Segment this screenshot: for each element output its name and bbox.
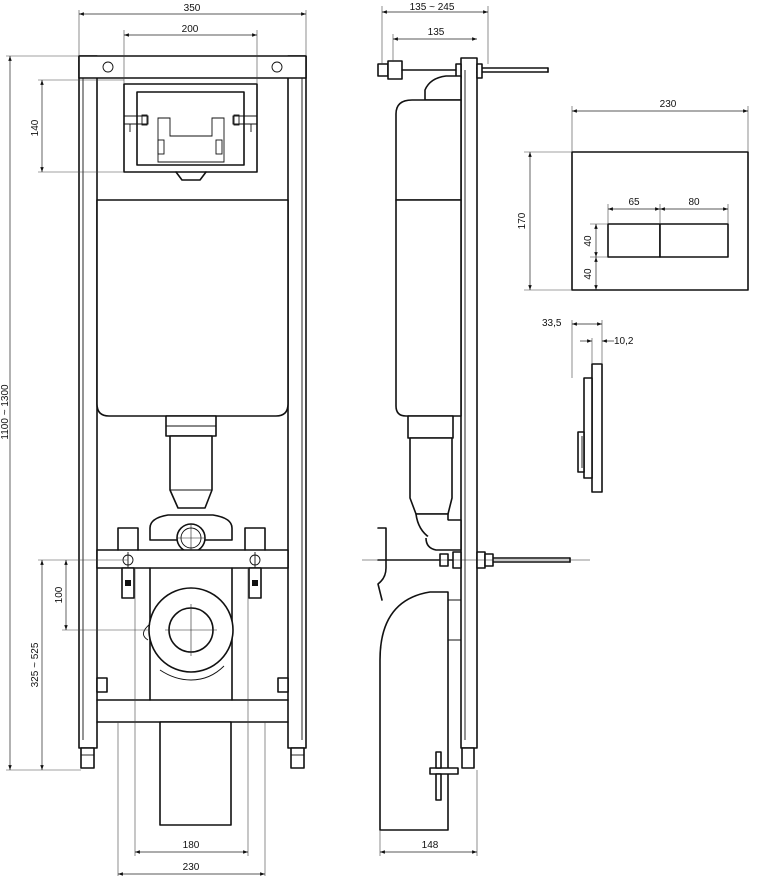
dim-depth-base: 148 <box>422 840 439 851</box>
flush-plate-profile <box>577 363 603 493</box>
dim-plate-height: 170 <box>517 212 528 229</box>
dim-button-right: 80 <box>688 197 700 208</box>
dim-plate-width: 230 <box>660 99 677 110</box>
dim-button-offset: 40 <box>583 268 594 280</box>
dim-width-total: 350 <box>184 3 201 14</box>
flush-plate-front <box>571 151 749 291</box>
plate-profile-dimensions: 33,5 10,2 <box>542 318 634 378</box>
dim-height-total: 1100 ~ 1300 <box>0 384 11 440</box>
dim-height-outlet: 100 <box>54 586 65 603</box>
dim-height-top-bracket: 140 <box>30 119 41 136</box>
dim-plate-thickness: 10,2 <box>614 336 634 347</box>
dim-depth-min: 135 <box>428 27 445 38</box>
front-view <box>78 55 307 826</box>
front-view-dimensions: 350 200 140 1100 ~ 1300 100 325 ~ 525 18… <box>0 3 307 876</box>
dim-width-outlet: 180 <box>183 840 200 851</box>
side-view-dimensions: 135 ~ 245 135 148 <box>379 2 489 856</box>
dim-button-height: 40 <box>583 235 594 247</box>
dim-width-top-bracket: 200 <box>182 24 199 35</box>
flush-plate-dimensions: 230 170 65 80 40 40 <box>517 99 749 291</box>
dim-plate-thickness-total: 33,5 <box>542 318 562 329</box>
side-view <box>362 57 590 831</box>
dim-width-bottom: 230 <box>183 862 200 873</box>
dim-depth-adjust: 135 ~ 245 <box>410 2 455 13</box>
dim-height-adjust: 325 ~ 525 <box>30 642 41 687</box>
dim-button-left: 65 <box>628 197 640 208</box>
